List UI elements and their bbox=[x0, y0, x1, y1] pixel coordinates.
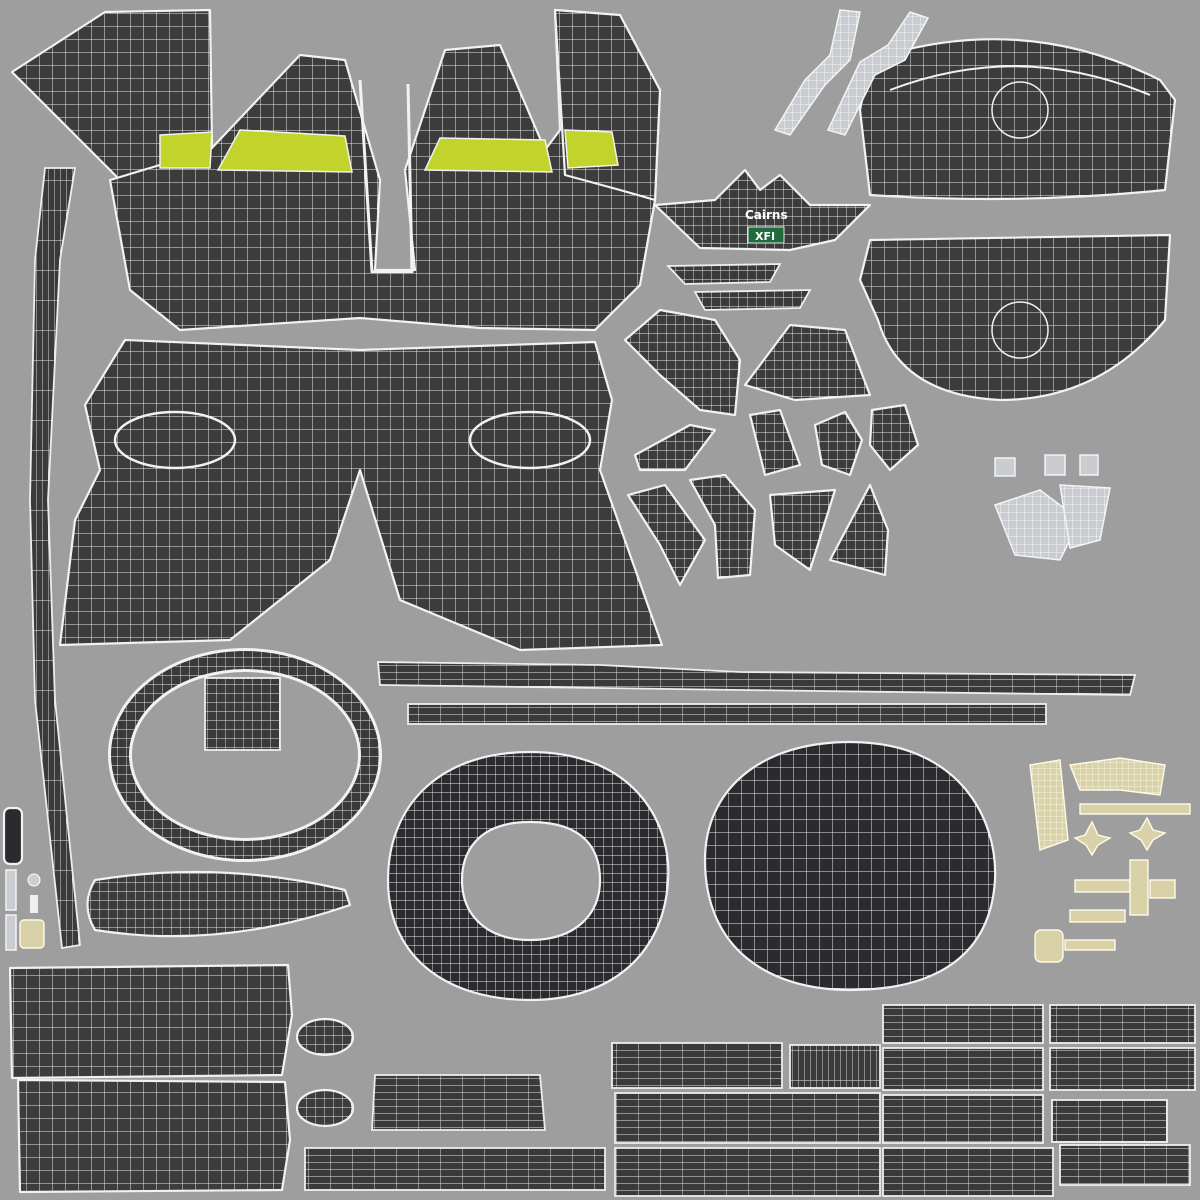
small-fragments-left bbox=[2, 806, 45, 951]
donut-ring bbox=[386, 750, 670, 1002]
glass-fragments bbox=[773, 9, 930, 136]
bottom-left-panels bbox=[8, 963, 606, 1194]
jacket-back-shell bbox=[10, 8, 662, 332]
long-strap bbox=[29, 167, 81, 950]
capsule-piece bbox=[86, 870, 352, 938]
disc-piece bbox=[703, 740, 997, 992]
hood-top-shell bbox=[858, 38, 1177, 201]
badge-box bbox=[747, 226, 785, 244]
reflective-stripe bbox=[159, 131, 213, 169]
reflective-stripe bbox=[423, 137, 553, 173]
jacket-front-shell bbox=[58, 338, 664, 652]
bottom-right-strips bbox=[611, 1004, 1196, 1197]
oval-ring bbox=[108, 648, 382, 862]
cream-parts bbox=[1029, 757, 1191, 963]
badge-label: XFI bbox=[755, 230, 775, 243]
glove-parts bbox=[623, 308, 920, 587]
brand-label: Cairns bbox=[745, 208, 788, 222]
small-strips bbox=[665, 263, 812, 311]
horizontal-strip-bottom bbox=[407, 703, 1047, 725]
brand-label-piece: Cairns XFI bbox=[653, 168, 872, 252]
horizontal-strip-top bbox=[377, 661, 1137, 696]
hood-bottom-shell bbox=[858, 233, 1172, 402]
light-cluster-right bbox=[994, 454, 1111, 561]
reflective-stripe bbox=[216, 129, 353, 173]
reflective-stripe bbox=[564, 129, 619, 169]
